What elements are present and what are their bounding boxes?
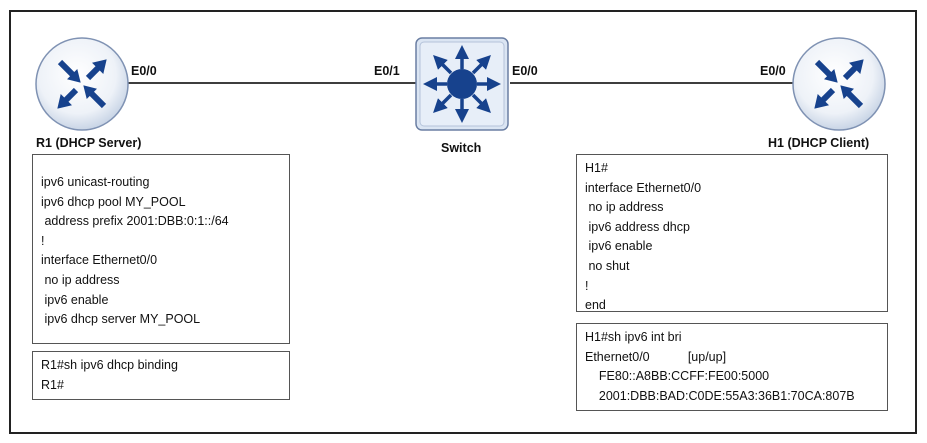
r1-config-line: ! <box>41 233 45 248</box>
h1-router-icon <box>792 37 886 131</box>
r1-config-line: interface Ethernet0/0 <box>41 253 158 268</box>
r1-binding-line: R1#sh ipv6 dhcp binding <box>41 358 178 372</box>
r1-config-line: ipv6 enable <box>41 292 109 307</box>
h1-brief-line: H1#sh ipv6 int bri <box>585 330 682 344</box>
h1-config-line: end <box>585 298 606 313</box>
diagram-frame <box>9 10 917 434</box>
h1-port-label: E0/0 <box>760 64 786 78</box>
h1-config-box: H1# interface Ethernet0/0 no ip address … <box>576 154 888 312</box>
h1-brief-line: 2001:DBB:BAD:C0DE:55A3:36B1:70CA:807B <box>585 388 855 403</box>
r1-binding-line: R1# <box>41 377 64 392</box>
h1-config-line: ipv6 address dhcp <box>585 219 690 234</box>
h1-brief-line: FE80::A8BB:CCFF:FE00:5000 <box>585 369 770 384</box>
r1-config-line: ipv6 unicast-routing <box>41 175 150 189</box>
r1-config-line: ipv6 dhcp pool MY_POOL <box>41 194 186 209</box>
h1-config-line: no shut <box>585 258 630 273</box>
h1-interface-brief-box: H1#sh ipv6 int bri Ethernet0/0 [up/up] F… <box>576 323 888 411</box>
h1-config-line: ipv6 enable <box>585 239 653 254</box>
r1-config-line: ipv6 dhcp server MY_POOL <box>41 312 201 327</box>
switch-icon <box>415 37 509 131</box>
switch-port-left-label: E0/1 <box>374 64 400 78</box>
h1-config-line: interface Ethernet0/0 <box>585 180 702 195</box>
r1-binding-box: R1#sh ipv6 dhcp binding R1# <box>32 351 290 400</box>
h1-config-line: H1# <box>585 161 608 175</box>
r1-config-line: address prefix 2001:DBB:0:1::/64 <box>41 214 229 229</box>
switch-device-label: Switch <box>441 141 482 155</box>
h1-config-line: ! <box>585 278 589 293</box>
r1-router-icon <box>35 37 129 131</box>
h1-config-line: no ip address <box>585 200 664 215</box>
r1-device-label: R1 (DHCP Server) <box>36 136 142 150</box>
r1-config-box: ipv6 unicast-routing ipv6 dhcp pool MY_P… <box>32 154 290 344</box>
r1-port-label: E0/0 <box>131 64 157 78</box>
r1-config-line: no ip address <box>41 272 120 287</box>
h1-device-label: H1 (DHCP Client) <box>768 136 870 150</box>
h1-brief-line: Ethernet0/0 [up/up] <box>585 349 727 364</box>
switch-port-right-label: E0/0 <box>512 64 538 78</box>
